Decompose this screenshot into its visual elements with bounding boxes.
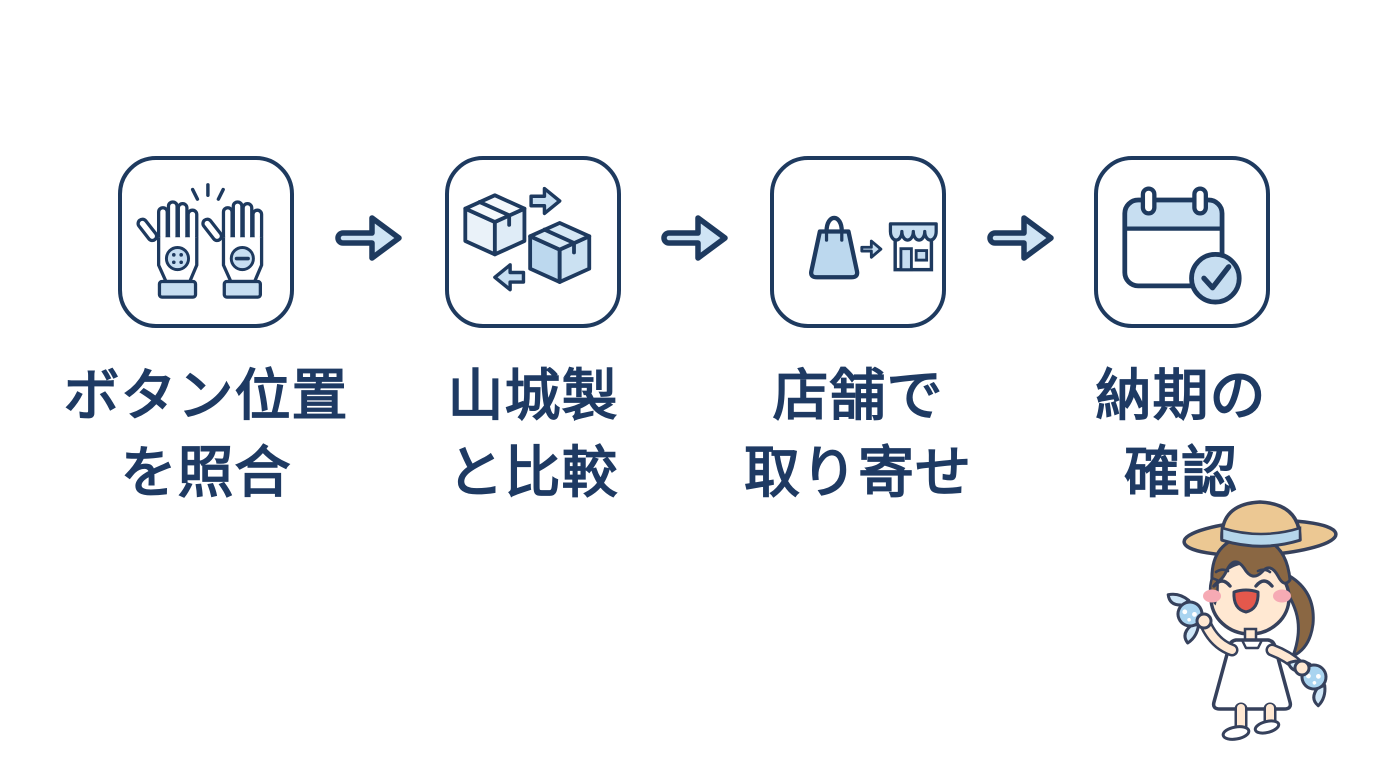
step-card-3 [770,156,946,328]
step-label-line: 山城製 [447,364,619,427]
step-label-line: 店舗で [772,364,944,427]
eyebrows [1214,568,1272,574]
glove-right [201,200,264,299]
shopping-bag-icon [809,215,860,280]
hands-button-compare-icon [136,183,264,299]
store-door [899,247,913,272]
open-smile-mouth [1232,588,1260,614]
sparkle-icon [190,183,225,201]
candy-icon [1166,592,1204,645]
step-label-line: 納期の [1095,364,1267,427]
step-label-line: と比較 [447,441,619,504]
blush-right [1273,589,1291,603]
neckline [1240,639,1264,650]
small-arrow-left-icon [493,263,526,292]
step-label-1: ボタン位置 を照合 [36,357,376,511]
bag-to-store-icon [809,215,938,280]
hand-left [1195,612,1213,630]
storefront-icon [888,222,938,272]
girl-straw-hat-with-candies [1166,500,1338,741]
hat-band [1220,526,1302,548]
calendar-ring [1192,186,1208,216]
store-window [914,249,929,262]
right-arrow-icon [987,215,1054,261]
small-arrow-right-icon [529,186,562,216]
glove-left [136,200,199,299]
boxes-exchange-icon [463,186,592,292]
store-awning [888,222,938,242]
blush-left [1203,589,1221,603]
shoe-left [1221,725,1251,741]
check-circle-icon [1189,252,1242,305]
step-label-line: 確認 [1124,441,1238,504]
calendar-check-icon [1122,186,1242,305]
box-pale [463,193,527,257]
step-label-4: 納期の 確認 [1011,357,1351,511]
calendar-ring [1140,186,1157,216]
step-label-line: ボタン位置 [63,364,349,427]
closed-happy-eyes [1212,579,1274,588]
step-label-3: 店舗で 取り寄せ [688,357,1028,511]
right-arrow-icon [661,215,728,261]
step-card-4 [1094,156,1270,328]
four-hole-button-icon [164,246,191,272]
right-arrow-icon [335,215,402,261]
shoe-right [1253,719,1281,735]
step-label-line: 取り寄せ [744,441,972,504]
step-label-2: 山城製 と比較 [363,357,703,511]
box-blue [528,221,592,284]
step-label-line: を照合 [120,441,292,504]
arm-left [1195,612,1239,657]
step-card-1 [118,156,294,328]
step-card-2 [445,156,621,328]
small-arrow-right-icon [860,239,883,259]
hand-right [1293,659,1311,677]
